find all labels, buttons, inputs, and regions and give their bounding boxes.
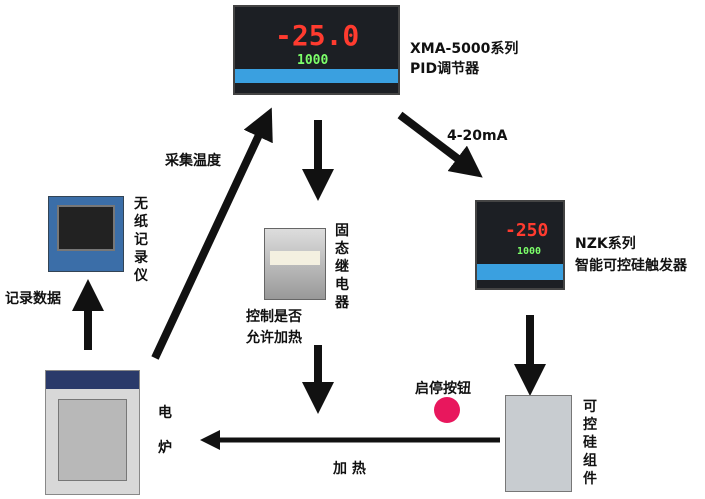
nzk-subtitle: 智能可控硅触发器 (575, 258, 687, 274)
heat-label: 加 热 (333, 461, 366, 477)
ssr-control-1: 控制是否 (246, 309, 302, 325)
start-stop-label: 启停按钮 (415, 381, 471, 397)
nzk-sv: 1000 (517, 246, 542, 257)
record-data-label: 记录数据 (5, 291, 61, 307)
scr-label: 可控硅组件 (583, 399, 597, 487)
furnace-label-1: 电 (158, 405, 172, 421)
nzk-key-panel (477, 264, 563, 280)
pid-controller: -25.0 1000 (233, 5, 400, 95)
pid-subtitle: PID调节器 (410, 61, 480, 77)
pid-pv: -25.0 (275, 19, 360, 52)
arrow-pid-to-nzk (397, 111, 483, 178)
ssr-label: 固态继电器 (335, 223, 349, 311)
ssr-control-2: 允许加热 (246, 330, 302, 346)
recorder-label: 无纸记录仪 (134, 196, 148, 284)
arrow-furnace-to-pid (151, 107, 273, 360)
nzk-pv: -250 (505, 220, 549, 241)
furnace-label-2: 炉 (158, 440, 172, 456)
signal-label: 4-20mA (447, 128, 508, 144)
pid-sv: 1000 (297, 53, 329, 68)
start-stop-button[interactable] (434, 397, 460, 423)
scr-module (505, 395, 572, 492)
solid-state-relay (264, 228, 326, 300)
nzk-trigger: -250 1000 (475, 200, 565, 290)
electric-furnace (45, 370, 140, 495)
nzk-title: NZK系列 (575, 236, 636, 252)
pid-key-panel (235, 69, 398, 83)
paperless-recorder (48, 196, 124, 272)
pid-title: XMA-5000系列 (410, 41, 519, 57)
collect-temp-label: 采集温度 (165, 153, 221, 169)
